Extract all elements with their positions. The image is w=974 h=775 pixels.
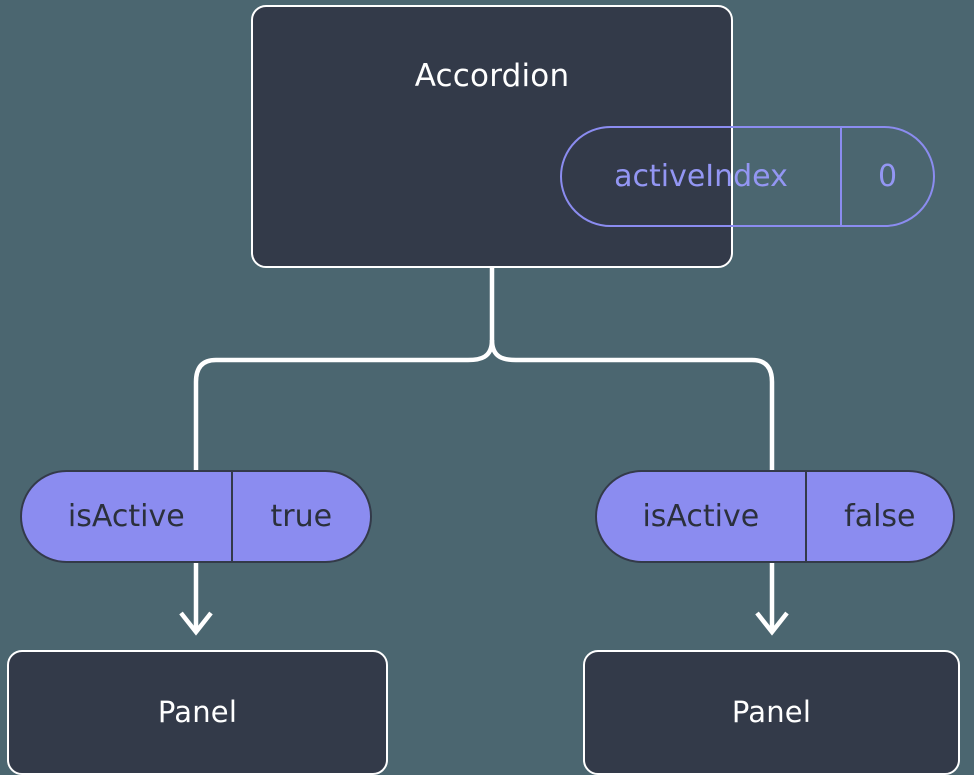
prop-pill-isactive-true[interactable]: isActive true xyxy=(20,470,372,563)
node-accordion-title: Accordion xyxy=(414,58,570,94)
arrow-left-head xyxy=(179,611,213,636)
state-pill-key: activeIndex xyxy=(614,159,788,194)
node-panel-left[interactable]: Panel xyxy=(7,650,388,775)
prop-pill-isactive-false[interactable]: isActive false xyxy=(595,470,955,563)
connector-branch-left xyxy=(193,339,495,470)
arrow-right-head xyxy=(755,611,789,636)
prop-pill-value: true xyxy=(230,472,370,561)
prop-pill-key: isActive xyxy=(642,499,760,534)
prop-pill-key: isActive xyxy=(67,499,185,534)
connector-branch-right xyxy=(489,339,775,470)
state-pill-value: 0 xyxy=(839,128,933,225)
node-panel-right-title: Panel xyxy=(731,695,812,729)
state-pill-active-index[interactable]: activeIndex 0 xyxy=(560,126,935,227)
node-accordion[interactable]: Accordion activeIndex 0 xyxy=(251,5,935,268)
node-panel-right[interactable]: Panel xyxy=(583,650,960,775)
node-panel-left-title: Panel xyxy=(157,695,238,729)
prop-pill-value: false xyxy=(804,472,953,561)
